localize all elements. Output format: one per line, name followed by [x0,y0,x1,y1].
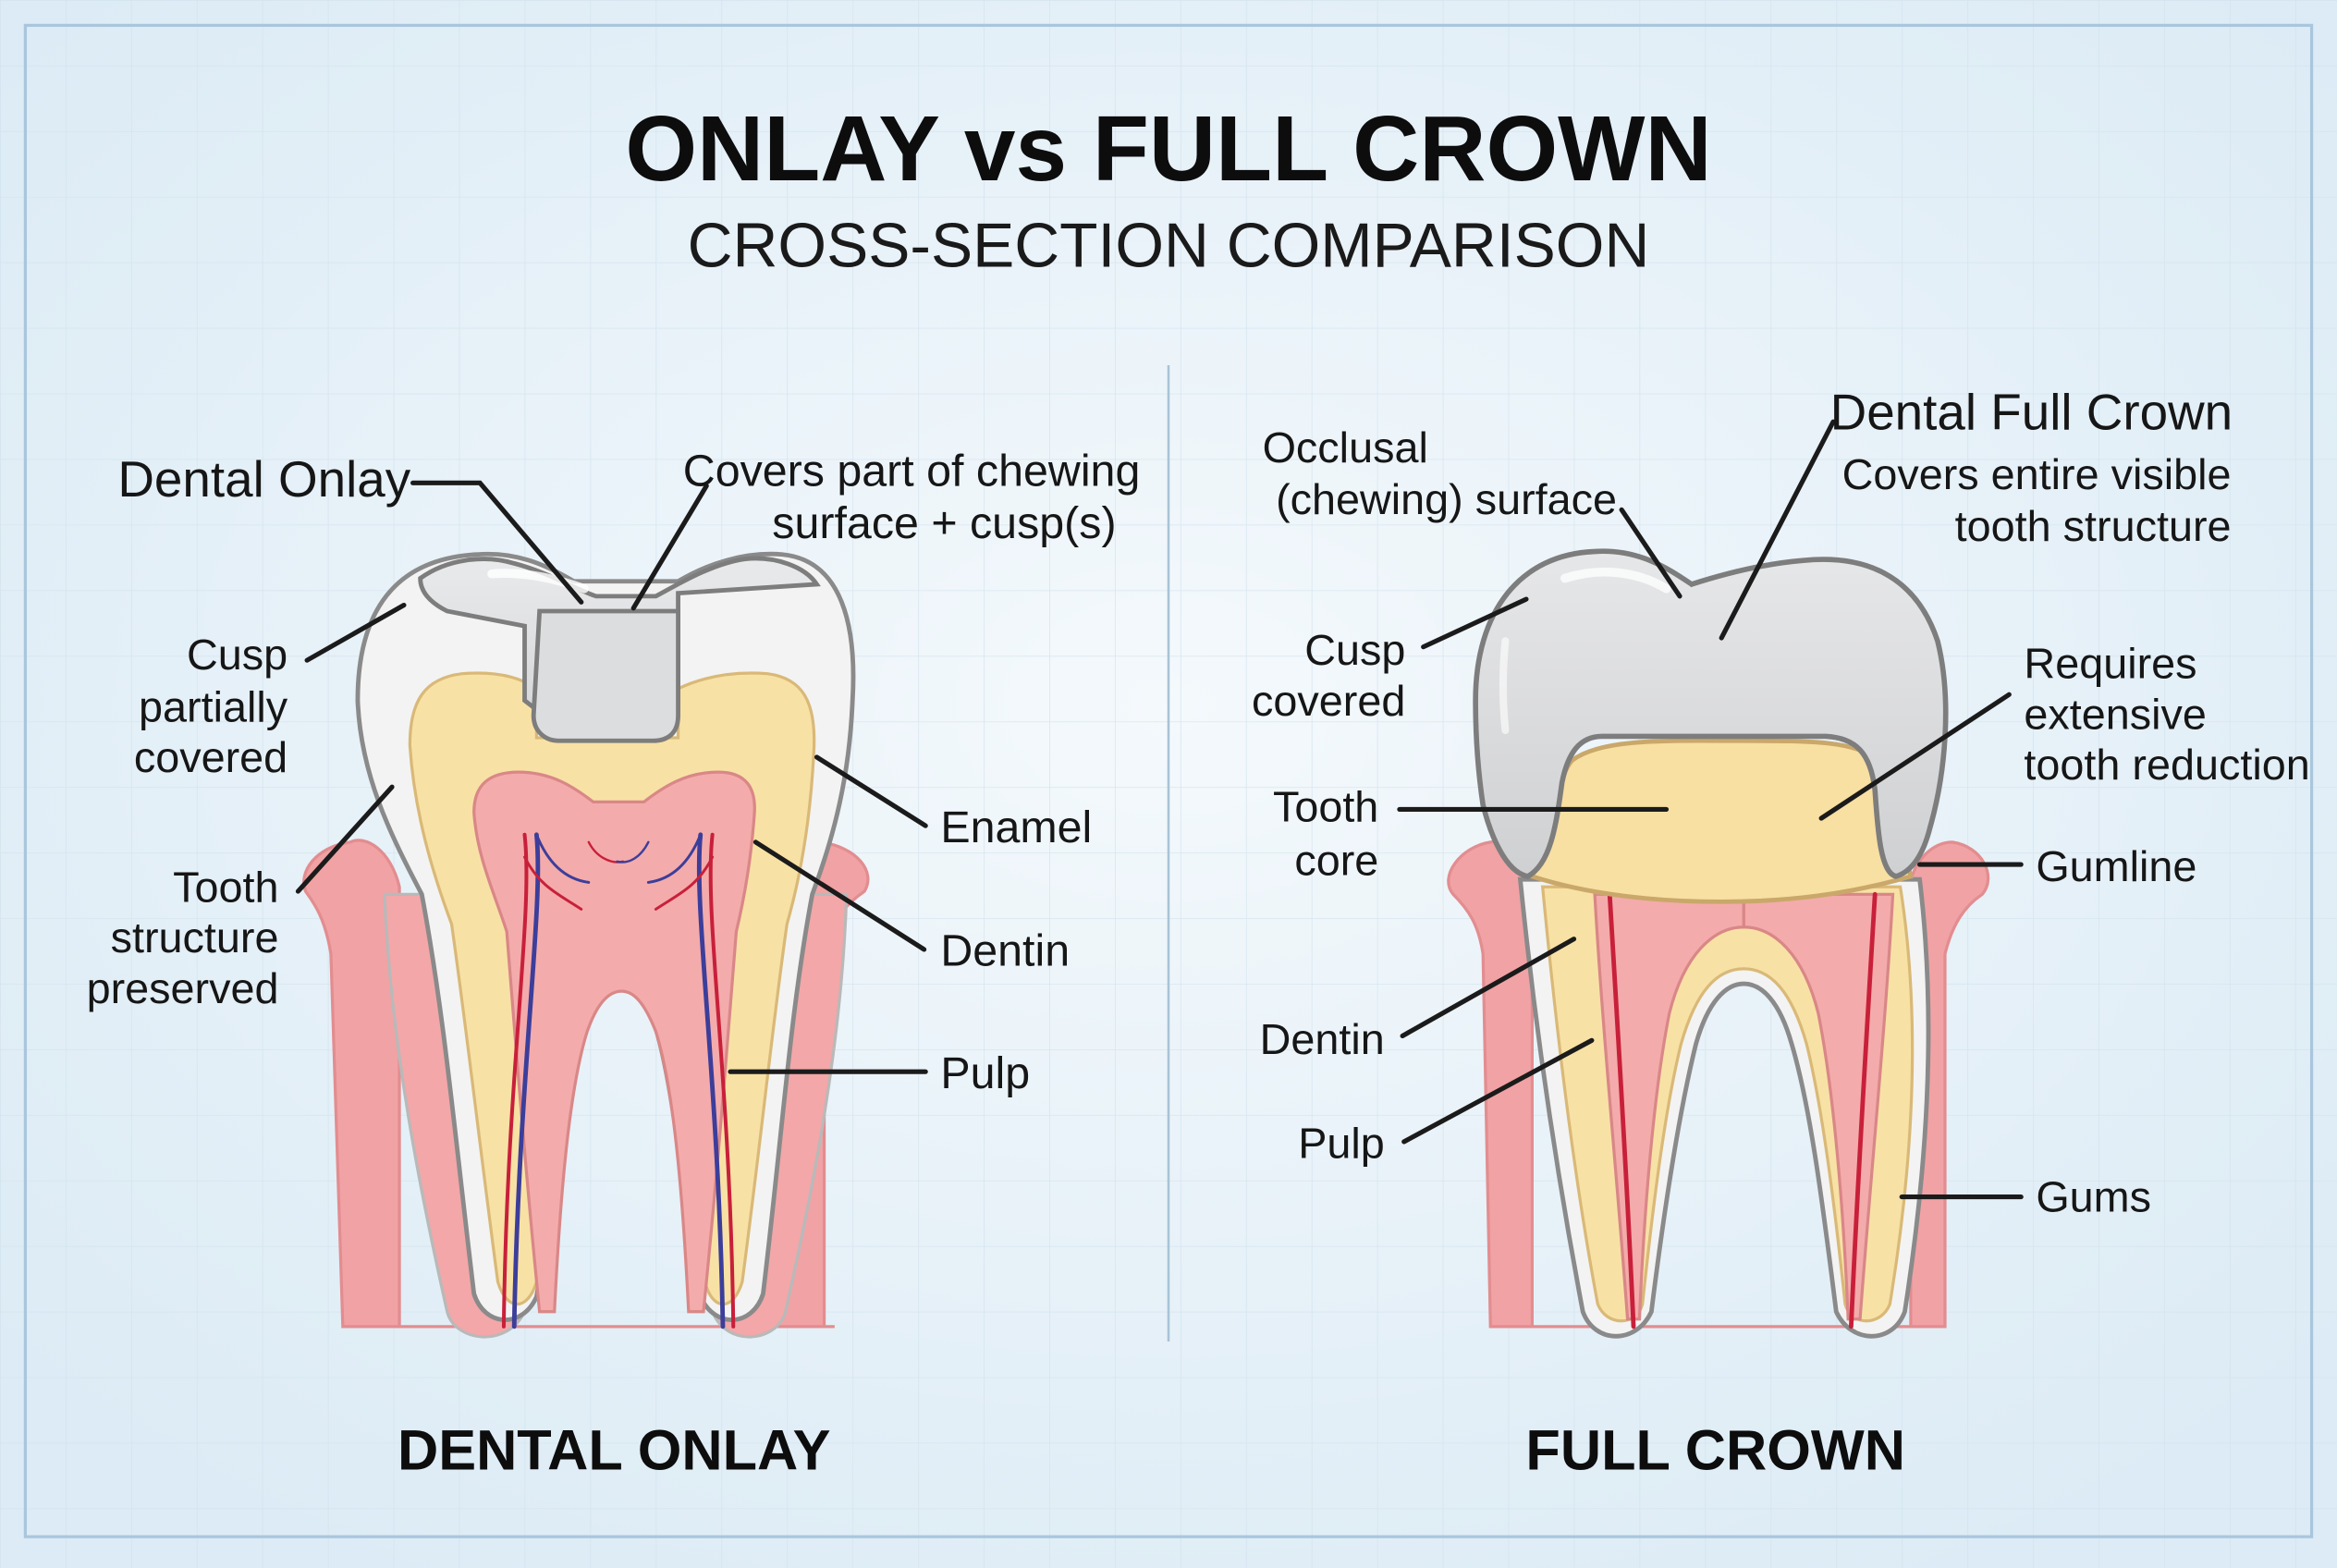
label-onlay-pulp: Pulp [940,1048,1030,1098]
label-gums: Gums [2036,1173,2151,1221]
crown-tooth [1447,548,1990,1339]
crown-highlight [1560,567,1671,594]
label-cusp-covered-1: Cusp [1304,626,1405,674]
crown-nerves [1607,891,1878,1329]
label-crown-dentin: Dentin [1260,1015,1385,1063]
label-occlusal-1: Occlusal [1263,423,1428,472]
onlay-restoration-plug [531,608,680,743]
crown-highlight-2 [1499,637,1510,734]
label-requires-3: tooth reduction [2024,741,2309,789]
page-border [23,23,2314,1538]
label-onlay-covers-2: surface + cusp(s) [772,498,1116,548]
label-onlay-dentin: Dentin [940,926,1070,976]
label-tooth-core-2: core [1294,836,1378,884]
label-tooth-preserved-3: preserved [87,964,279,1012]
crown-gum [1447,839,1990,1329]
label-tooth-preserved-2: structure [111,913,279,962]
label-tooth-core-1: Tooth [1273,782,1378,830]
label-crown-pulp: Pulp [1298,1120,1385,1168]
onlay-highlight [487,569,589,594]
label-occlusal-2: (chewing) surface [1276,475,1617,523]
label-dental-onlay: Dental Onlay [117,450,410,508]
label-cusp-partially-3: covered [134,733,288,781]
crown-restoration [1473,548,1949,879]
label-cusp-partially-2: partially [139,682,288,730]
page-subtitle: CROSS-SECTION COMPARISON [688,212,1650,281]
label-onlay-covers-1: Covers part of chewing [683,447,1141,496]
label-cusp-partially-1: Cusp [187,631,288,679]
crown-tooth-core [1529,738,1914,904]
label-onlay-enamel: Enamel [940,802,1092,852]
label-requires-1: Requires [2024,640,2196,688]
label-crown-covers-1: Covers entire visible [1842,450,2232,498]
label-gumline: Gumline [2036,842,2196,890]
panel-title-crown: FULL CROWN [1525,1419,1905,1482]
onlay-tooth [302,551,870,1339]
panel-title-onlay: DENTAL ONLAY [398,1419,831,1482]
label-tooth-preserved-1: Tooth [173,863,278,911]
page-title: ONLAY vs FULL CROWN [625,98,1711,201]
label-requires-2: extensive [2024,690,2207,738]
onlay-leaders [295,480,928,1074]
label-dental-full-crown: Dental Full Crown [1830,383,2233,440]
crown-pulp-left [1593,892,1745,1321]
onlay-nerves [501,832,736,1329]
label-cusp-covered-2: covered [1252,677,1405,725]
onlay-pulp [472,770,756,1314]
label-crown-covers-2: tooth structure [1955,502,2232,550]
crown-leaders [1397,419,2024,1200]
